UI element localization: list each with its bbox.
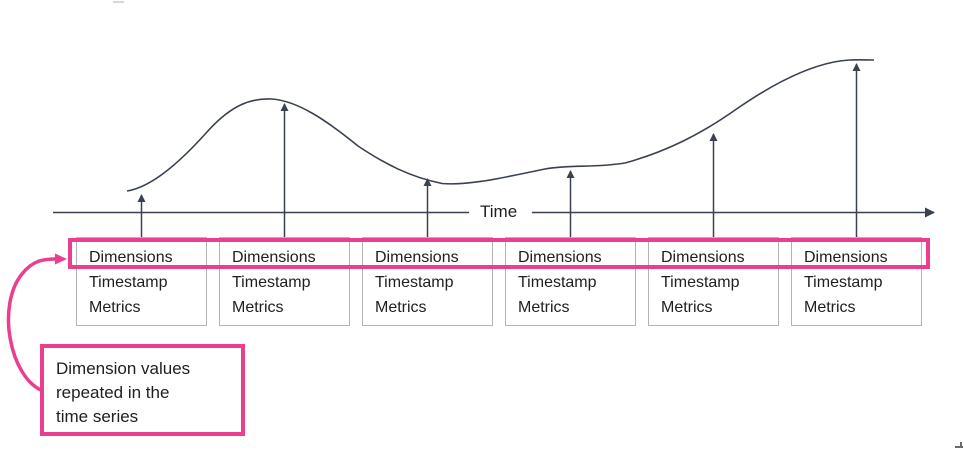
record-field-metrics: Metrics <box>89 299 141 316</box>
record-field-timestamp: Timestamp <box>804 274 883 291</box>
record-field-dimensions: Dimensions <box>89 249 173 266</box>
record-field-timestamp: Timestamp <box>518 274 597 291</box>
time-series-curve <box>126 59 875 192</box>
callout-box: Dimension values repeated in the time se… <box>40 344 245 436</box>
callout-text: Dimension values repeated in the time se… <box>56 359 191 426</box>
record-field-metrics: Metrics <box>804 299 856 316</box>
cropped-artifact-bottom-right <box>955 446 963 448</box>
record-field-metrics: Metrics <box>518 299 570 316</box>
record-box-6: Dimensions Timestamp Metrics <box>791 237 922 326</box>
record-field-dimensions: Dimensions <box>518 249 602 266</box>
record-box-2: Dimensions Timestamp Metrics <box>219 237 350 326</box>
record-box-3: Dimensions Timestamp Metrics <box>362 237 493 326</box>
record-field-timestamp: Timestamp <box>661 274 740 291</box>
record-field-timestamp: Timestamp <box>232 274 311 291</box>
record-field-dimensions: Dimensions <box>375 249 459 266</box>
record-field-metrics: Metrics <box>661 299 713 316</box>
record-field-dimensions: Dimensions <box>804 249 888 266</box>
axis-label: Time <box>477 202 521 222</box>
record-box-5: Dimensions Timestamp Metrics <box>648 237 779 326</box>
record-field-dimensions: Dimensions <box>661 249 745 266</box>
record-field-metrics: Metrics <box>375 299 427 316</box>
record-field-timestamp: Timestamp <box>89 274 168 291</box>
cropped-artifact-top <box>113 1 124 3</box>
dimensions-row-highlight <box>68 238 930 269</box>
record-boxes-row: Dimensions Timestamp Metrics Dimensions … <box>76 237 922 326</box>
record-field-metrics: Metrics <box>232 299 284 316</box>
record-field-timestamp: Timestamp <box>375 274 454 291</box>
record-box-4: Dimensions Timestamp Metrics <box>505 237 636 326</box>
record-field-dimensions: Dimensions <box>232 249 316 266</box>
record-box-1: Dimensions Timestamp Metrics <box>76 237 207 326</box>
cropped-artifact-bottom-right <box>960 442 962 448</box>
